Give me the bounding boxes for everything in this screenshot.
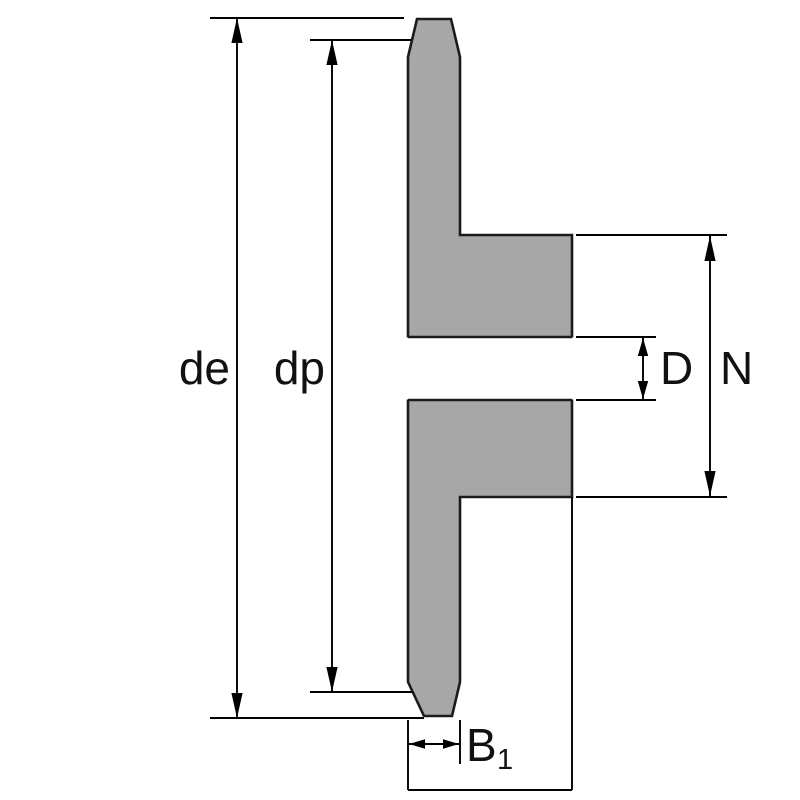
- de-arrowhead-up: [231, 18, 243, 43]
- de-arrowhead-down: [231, 693, 243, 718]
- b1-arrowhead-left: [409, 739, 425, 749]
- dp-arrowhead-down: [326, 667, 338, 692]
- dp-arrowhead-up: [326, 40, 338, 65]
- d-arrowhead-up: [637, 338, 649, 356]
- b1-label: B: [466, 719, 497, 771]
- b1-width-dimension: B 1: [407, 719, 513, 790]
- bore-diameter-dimension: D: [576, 336, 693, 401]
- d-label: D: [660, 342, 693, 394]
- overall-width-extension: [408, 497, 573, 791]
- n-arrowhead-down: [704, 471, 716, 496]
- de-dimension: de: [179, 17, 424, 719]
- bore-opening: [405, 337, 575, 400]
- b1-label-subscript: 1: [497, 744, 513, 776]
- dp-dimension: dp: [274, 39, 413, 693]
- dp-label: dp: [274, 342, 325, 394]
- b1-arrowhead-right: [443, 739, 459, 749]
- n-label: N: [720, 342, 753, 394]
- n-arrowhead-up: [704, 236, 716, 261]
- hub-diameter-dimension: N: [576, 234, 753, 498]
- d-arrowhead-down: [637, 381, 649, 399]
- de-label: de: [179, 342, 230, 394]
- sprocket-body: [405, 17, 575, 718]
